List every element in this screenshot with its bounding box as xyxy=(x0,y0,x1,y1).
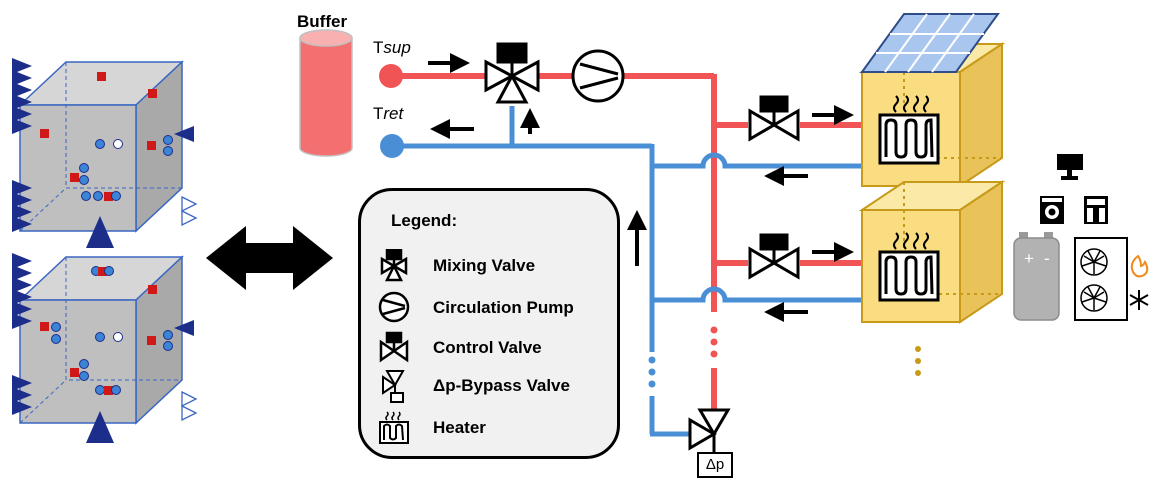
control-valve-icon xyxy=(748,233,800,280)
more-rooms-dots xyxy=(915,346,921,376)
legend: Legend: Mixing Valve Circulation Pump xyxy=(358,188,620,459)
washing-machine-icon xyxy=(1040,196,1064,224)
supply-temperature-sensor xyxy=(379,64,403,88)
heater-icon xyxy=(379,411,409,444)
legend-label: Δp-Bypass Valve xyxy=(433,376,570,395)
control-valve-icon xyxy=(379,331,409,363)
t-ret-subscript: ret xyxy=(383,104,404,123)
flow-arrows xyxy=(428,53,854,322)
return-temperature-sensor xyxy=(380,134,404,158)
legend-label: Heater xyxy=(433,418,486,437)
bypass-valve-icon xyxy=(382,370,405,403)
mixing-valve-icon xyxy=(484,42,540,104)
legend-title: Legend: xyxy=(391,211,458,230)
heater-icon xyxy=(878,95,940,165)
legend-item-heater: Heater xyxy=(361,411,616,445)
circulation-pump-icon xyxy=(378,291,410,323)
svg-text:+: + xyxy=(1024,249,1034,268)
battery-icon: + - xyxy=(1013,232,1060,321)
building-model-cube-top xyxy=(12,58,198,248)
heater-icon xyxy=(878,232,940,302)
coupling-double-arrow xyxy=(206,226,333,290)
legend-label: Circulation Pump xyxy=(433,298,574,317)
legend-item-bypass-valve: Δp-Bypass Valve xyxy=(361,369,616,403)
circulation-pump-icon xyxy=(571,49,625,103)
t-sup-subscript: sup xyxy=(383,38,411,57)
delta-p-label: Δp xyxy=(697,452,733,478)
svg-text:-: - xyxy=(1044,249,1050,268)
mixing-valve-icon xyxy=(380,249,408,282)
legend-label: Control Valve xyxy=(433,338,542,357)
flame-icon xyxy=(1130,254,1149,278)
heat-pump-icon xyxy=(1074,237,1128,321)
legend-label: Mixing Valve xyxy=(433,256,536,275)
supply-temperature-label: Tsup xyxy=(373,38,411,58)
t-ret-prefix: T xyxy=(373,104,384,123)
buffer-label: Buffer xyxy=(297,12,348,31)
t-sup-prefix: T xyxy=(373,38,384,57)
bypass-valve-icon xyxy=(688,408,731,452)
return-pipes xyxy=(392,106,880,437)
room-bottom xyxy=(858,180,1006,324)
snowflake-icon xyxy=(1129,290,1149,310)
refrigerator-icon xyxy=(1084,196,1108,224)
building-model-cube-bottom xyxy=(12,253,198,443)
buffer-tank xyxy=(299,29,353,157)
legend-item-circulation-pump: Circulation Pump xyxy=(361,291,616,325)
control-valve-icon xyxy=(748,95,800,142)
return-temperature-label: Tret xyxy=(373,104,403,124)
supply-pipe-dots xyxy=(710,326,718,358)
monitor-icon xyxy=(1057,154,1083,180)
legend-item-mixing-valve: Mixing Valve xyxy=(361,249,616,283)
solar-panel-icon xyxy=(860,13,1000,73)
return-pipe-dots xyxy=(648,356,656,388)
legend-item-control-valve: Control Valve xyxy=(361,331,616,365)
